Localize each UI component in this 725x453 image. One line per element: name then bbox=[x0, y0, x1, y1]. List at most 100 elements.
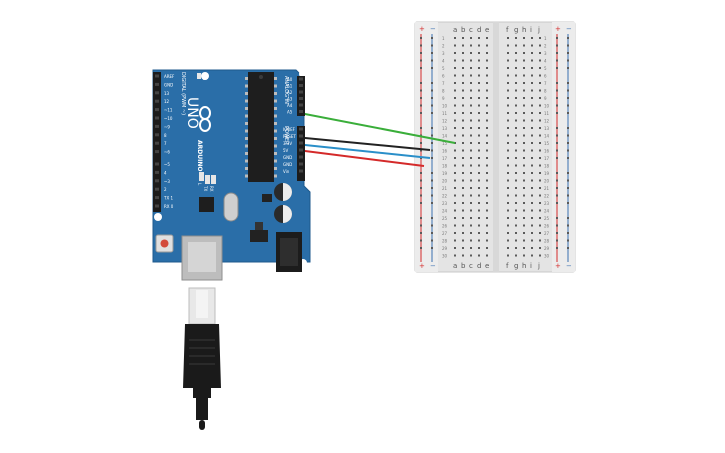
breadboard-hole[interactable] bbox=[539, 209, 541, 212]
rail-hole[interactable] bbox=[420, 104, 422, 107]
digital-pin-socket[interactable] bbox=[155, 116, 159, 120]
breadboard-hole[interactable] bbox=[531, 74, 533, 77]
rail-hole[interactable] bbox=[431, 37, 433, 39]
breadboard-hole[interactable] bbox=[507, 37, 509, 39]
breadboard-hole[interactable] bbox=[515, 142, 517, 144]
breadboard-hole[interactable] bbox=[478, 52, 480, 54]
breadboard-hole[interactable] bbox=[523, 127, 525, 129]
rail-hole[interactable] bbox=[420, 82, 422, 84]
power-pin-socket[interactable] bbox=[299, 155, 303, 159]
rail-hole[interactable] bbox=[420, 89, 422, 92]
rail-hole[interactable] bbox=[420, 112, 422, 114]
breadboard-hole[interactable] bbox=[486, 44, 488, 47]
rail-hole[interactable] bbox=[431, 239, 433, 242]
rail-hole[interactable] bbox=[567, 97, 569, 99]
digital-pin-socket[interactable] bbox=[155, 133, 159, 137]
breadboard-hole[interactable] bbox=[470, 59, 472, 62]
rail-hole[interactable] bbox=[567, 82, 569, 84]
breadboard-hole[interactable] bbox=[507, 149, 509, 152]
digital-pin-socket[interactable] bbox=[155, 82, 159, 86]
rail-hole[interactable] bbox=[556, 202, 558, 204]
breadboard-hole[interactable] bbox=[486, 82, 488, 84]
breadboard-hole[interactable] bbox=[531, 119, 533, 122]
breadboard-hole[interactable] bbox=[478, 224, 480, 227]
breadboard-hole[interactable] bbox=[523, 44, 525, 47]
analog-pin-socket[interactable] bbox=[299, 103, 303, 107]
reset-button-cap[interactable] bbox=[160, 239, 169, 248]
rail-hole[interactable] bbox=[556, 232, 558, 234]
breadboard-hole[interactable] bbox=[539, 67, 541, 69]
breadboard-hole[interactable] bbox=[523, 149, 525, 152]
rail-hole[interactable] bbox=[556, 194, 558, 197]
breadboard-hole[interactable] bbox=[486, 232, 488, 234]
rail-hole[interactable] bbox=[556, 37, 558, 39]
breadboard-hole[interactable] bbox=[539, 37, 541, 39]
breadboard-hole[interactable] bbox=[462, 67, 464, 69]
rail-hole[interactable] bbox=[420, 187, 422, 189]
breadboard-hole[interactable] bbox=[515, 232, 517, 234]
breadboard-hole[interactable] bbox=[515, 187, 517, 189]
breadboard-hole[interactable] bbox=[539, 194, 541, 197]
breadboard-hole[interactable] bbox=[470, 127, 472, 129]
breadboard-hole[interactable] bbox=[478, 134, 480, 137]
breadboard-hole[interactable] bbox=[486, 209, 488, 212]
breadboard-hole[interactable] bbox=[531, 164, 533, 167]
rail-hole[interactable] bbox=[431, 224, 433, 227]
breadboard-hole[interactable] bbox=[470, 157, 472, 159]
rail-hole[interactable] bbox=[431, 187, 433, 189]
breadboard-hole[interactable] bbox=[478, 187, 480, 189]
breadboard-hole[interactable] bbox=[486, 149, 488, 152]
breadboard-hole[interactable] bbox=[470, 217, 472, 219]
breadboard-hole[interactable] bbox=[515, 97, 517, 99]
breadboard-hole[interactable] bbox=[531, 59, 533, 62]
analog-pin-socket[interactable] bbox=[299, 97, 303, 100]
breadboard-hole[interactable] bbox=[478, 172, 480, 174]
breadboard-hole[interactable] bbox=[539, 59, 541, 62]
digital-pin-socket[interactable] bbox=[155, 124, 159, 128]
wire-black[interactable] bbox=[300, 137, 431, 151]
breadboard-hole[interactable] bbox=[470, 52, 472, 54]
breadboard-hole[interactable] bbox=[507, 194, 509, 197]
breadboard-hole[interactable] bbox=[531, 179, 533, 182]
rail-hole[interactable] bbox=[420, 59, 422, 62]
breadboard-hole[interactable] bbox=[539, 119, 541, 122]
breadboard-hole[interactable] bbox=[523, 59, 525, 62]
rail-hole[interactable] bbox=[556, 149, 558, 152]
rail-hole[interactable] bbox=[420, 179, 422, 182]
digital-pin-socket[interactable] bbox=[155, 196, 159, 200]
breadboard-hole[interactable] bbox=[507, 52, 509, 54]
breadboard-hole[interactable] bbox=[531, 224, 533, 227]
rail-hole[interactable] bbox=[431, 172, 433, 174]
breadboard-hole[interactable] bbox=[523, 157, 525, 159]
breadboard-hole[interactable] bbox=[486, 52, 488, 54]
power-pin-socket[interactable] bbox=[299, 162, 303, 166]
breadboard-hole[interactable] bbox=[515, 112, 517, 114]
rail-hole[interactable] bbox=[556, 89, 558, 92]
breadboard-hole[interactable] bbox=[478, 59, 480, 62]
breadboard-hole[interactable] bbox=[507, 104, 509, 107]
breadboard-hole[interactable] bbox=[523, 82, 525, 84]
digital-pin-socket[interactable] bbox=[155, 74, 159, 78]
breadboard-hole[interactable] bbox=[454, 179, 456, 182]
breadboard-hole[interactable] bbox=[507, 59, 509, 62]
breadboard-hole[interactable] bbox=[478, 254, 480, 257]
breadboard-hole[interactable] bbox=[486, 157, 488, 159]
breadboard-hole[interactable] bbox=[478, 89, 480, 92]
rail-hole[interactable] bbox=[567, 37, 569, 39]
breadboard-hole[interactable] bbox=[470, 119, 472, 122]
breadboard-hole[interactable] bbox=[478, 202, 480, 204]
breadboard-hole[interactable] bbox=[470, 254, 472, 257]
breadboard-hole[interactable] bbox=[478, 232, 480, 234]
rail-hole[interactable] bbox=[567, 239, 569, 242]
breadboard-hole[interactable] bbox=[462, 217, 464, 219]
breadboard-hole[interactable] bbox=[523, 37, 525, 39]
breadboard-hole[interactable] bbox=[507, 209, 509, 212]
breadboard-hole[interactable] bbox=[454, 97, 456, 99]
breadboard-hole[interactable] bbox=[539, 142, 541, 144]
breadboard-hole[interactable] bbox=[515, 164, 517, 167]
breadboard-hole[interactable] bbox=[539, 44, 541, 47]
breadboard-hole[interactable] bbox=[462, 59, 464, 62]
breadboard-hole[interactable] bbox=[523, 67, 525, 69]
breadboard-hole[interactable] bbox=[486, 112, 488, 114]
breadboard-hole[interactable] bbox=[523, 164, 525, 167]
